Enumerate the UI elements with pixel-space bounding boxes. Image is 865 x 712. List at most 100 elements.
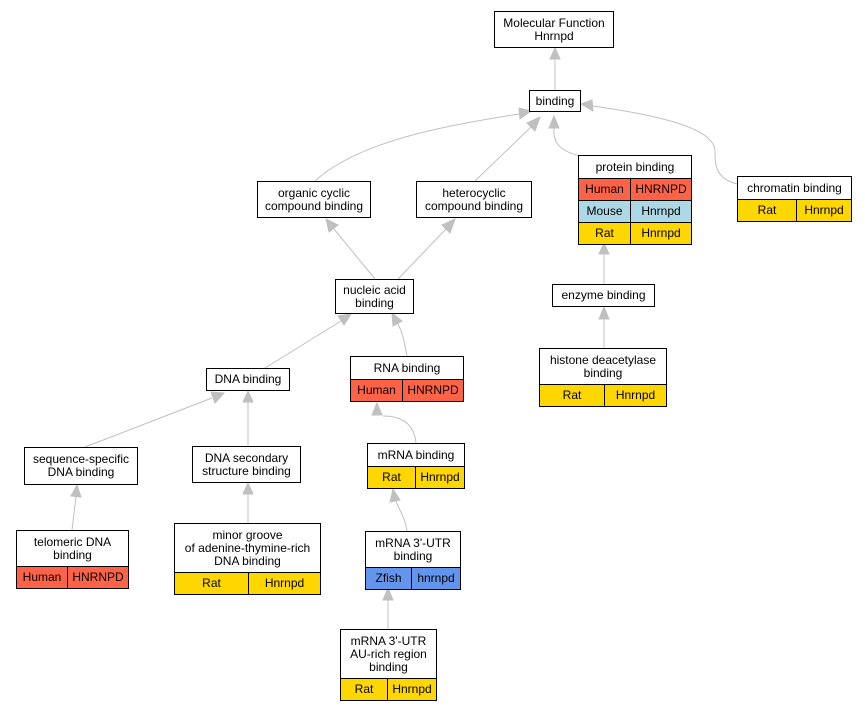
edge-chromatin-to-binding	[592, 105, 738, 185]
gene-cell: Hnrnpd	[415, 467, 464, 488]
node-minor-groove-at-rich-dna-binding-rows: Rat Hnrnpd	[175, 572, 320, 594]
node-dna-binding[interactable]: DNA binding	[206, 368, 290, 391]
arrowhead-mrna	[389, 487, 401, 503]
node-rna-binding-label: RNA binding	[373, 360, 441, 375]
arrowhead-binding-from-organic-cyclic	[518, 107, 533, 120]
node-histone-deacetylase-binding-label: histone deacetylase binding	[549, 352, 657, 380]
species-row[interactable]: Rat Hnrnpd	[341, 678, 436, 700]
gene-cell: HNRNPD	[67, 567, 128, 588]
arrowhead-rna	[371, 401, 383, 416]
node-enzyme-binding[interactable]: enzyme binding	[552, 284, 655, 307]
node-mrna-3utr-au-rich-region-binding-rows: Rat Hnrnpd	[341, 678, 436, 700]
edge-telomeric-to-sequence-specific	[71, 496, 77, 531]
edge-nucleic-acid-to-heterocyclic	[397, 228, 447, 280]
species-row[interactable]: Rat Hnrnpd	[175, 572, 320, 594]
species-cell: Rat	[354, 682, 374, 696]
species-cell: Mouse	[586, 204, 623, 218]
node-molecular-function[interactable]: Molecular Function Hnrnpd	[494, 11, 614, 48]
species-row[interactable]: Zfish hnrnpd	[366, 567, 460, 589]
edge-heterocyclic-to-binding	[474, 126, 532, 182]
node-telomeric-dna-binding-label: telomeric DNA binding	[33, 534, 112, 562]
arrowhead-binding-from-chromatin	[579, 99, 594, 112]
gene-cell: Hnrnpd	[387, 679, 436, 700]
edge-protein-to-binding	[553, 127, 581, 157]
species-cell: Human	[357, 383, 396, 397]
arrowhead-organic-cyclic	[325, 218, 339, 233]
arrowhead-heterocyclic	[441, 218, 456, 234]
node-chromatin-binding[interactable]: chromatin binding Rat Hnrnpd	[737, 176, 852, 222]
gene-cell: Hnrnpd	[604, 385, 666, 406]
arrowhead-dna-secondary	[242, 481, 254, 495]
node-chromatin-binding-label: chromatin binding	[747, 180, 842, 195]
node-protein-binding-label: protein binding	[595, 159, 675, 174]
node-telomeric-dna-binding-rows: Human HNRNPD	[17, 566, 128, 588]
node-histone-deacetylase-binding[interactable]: histone deacetylase binding Rat Hnrnpd	[539, 348, 667, 407]
node-dna-binding-label: DNA binding	[214, 372, 282, 386]
node-mrna-3utr-binding-rows: Zfish hnrnpd	[366, 567, 460, 589]
species-cell: Zfish	[375, 571, 402, 585]
species-row[interactable]: Mouse Hnrnpd	[579, 200, 691, 222]
node-enzyme-binding-label: enzyme binding	[561, 288, 646, 302]
species-cell: Rat	[757, 203, 777, 217]
node-heterocyclic-compound-binding-label: heterocyclic compound binding	[424, 185, 524, 213]
edge-rna-to-nucleic-acid	[397, 323, 408, 357]
node-minor-groove-at-rich-dna-binding[interactable]: minor groove of adenine-thymine-rich DNA…	[174, 523, 321, 595]
arrowhead-binding-from-heterocyclic	[526, 116, 541, 132]
node-telomeric-dna-binding[interactable]: telomeric DNA binding Human HNRNPD	[16, 530, 129, 589]
edge-utr-to-mrna	[395, 500, 408, 532]
node-chromatin-binding-rows: Rat Hnrnpd	[738, 199, 851, 221]
species-row[interactable]: Rat Hnrnpd	[540, 384, 666, 406]
arrowhead-dna-from-secondary	[242, 389, 254, 403]
edge-organic-cyclic-to-binding	[314, 113, 520, 182]
node-mrna-3utr-binding-label: mRNA 3'-UTR binding	[375, 535, 451, 563]
species-cell: Human	[22, 570, 62, 584]
species-row[interactable]: Rat Hnrnpd	[738, 199, 851, 221]
arrowhead-molecular-function	[549, 46, 561, 60]
node-binding-label: binding	[535, 93, 575, 108]
node-sequence-specific-dna-binding-label: sequence-specific DNA binding	[32, 452, 130, 479]
arrowhead-utr	[382, 586, 394, 601]
node-mrna-binding-label: mRNA binding	[377, 447, 455, 462]
node-organic-cyclic-compound-binding[interactable]: organic cyclic compound binding	[257, 181, 371, 218]
species-cell: Rat	[562, 388, 582, 402]
arrowhead-dna-from-sequence-specific	[210, 391, 226, 404]
node-sequence-specific-dna-binding[interactable]: sequence-specific DNA binding	[24, 447, 138, 485]
arrowhead-enzyme	[598, 305, 610, 320]
arrowhead-sequence-specific	[70, 483, 82, 498]
arrowhead-nucleic-acid-from-rna	[391, 311, 403, 327]
gene-cell: hnrnpd	[411, 568, 460, 589]
node-heterocyclic-compound-binding[interactable]: heterocyclic compound binding	[416, 181, 532, 218]
edge-sequence-specific-to-dna	[84, 397, 213, 448]
gene-cell: Hnrnpd	[796, 200, 851, 221]
arrowhead-binding-from-protein	[548, 114, 560, 129]
node-mrna-3utr-binding[interactable]: mRNA 3'-UTR binding Zfish hnrnpd	[365, 531, 461, 590]
arrowhead-protein	[598, 241, 610, 255]
edge-mrna-to-rna	[382, 415, 417, 444]
gene-cell: Hnrnpd	[630, 201, 691, 222]
node-nucleic-acid-binding-label: nucleic acid binding	[343, 282, 406, 310]
node-dna-secondary-structure-binding[interactable]: DNA secondary structure binding	[192, 446, 301, 483]
node-nucleic-acid-binding[interactable]: nucleic acid binding	[335, 279, 414, 314]
node-organic-cyclic-compound-binding-label: organic cyclic compound binding	[264, 185, 364, 213]
species-row[interactable]: Human HNRNPD	[17, 566, 128, 588]
node-histone-deacetylase-binding-rows: Rat Hnrnpd	[540, 384, 666, 406]
gene-cell: Hnrnpd	[248, 573, 320, 594]
edge-dna-to-nucleic-acid	[264, 320, 342, 369]
species-cell: Rat	[595, 226, 614, 240]
species-cell: Rat	[202, 576, 221, 590]
species-cell: Human	[585, 182, 624, 196]
node-binding[interactable]: binding	[529, 90, 581, 112]
arrowhead-nucleic-acid-from-dna	[337, 313, 353, 326]
